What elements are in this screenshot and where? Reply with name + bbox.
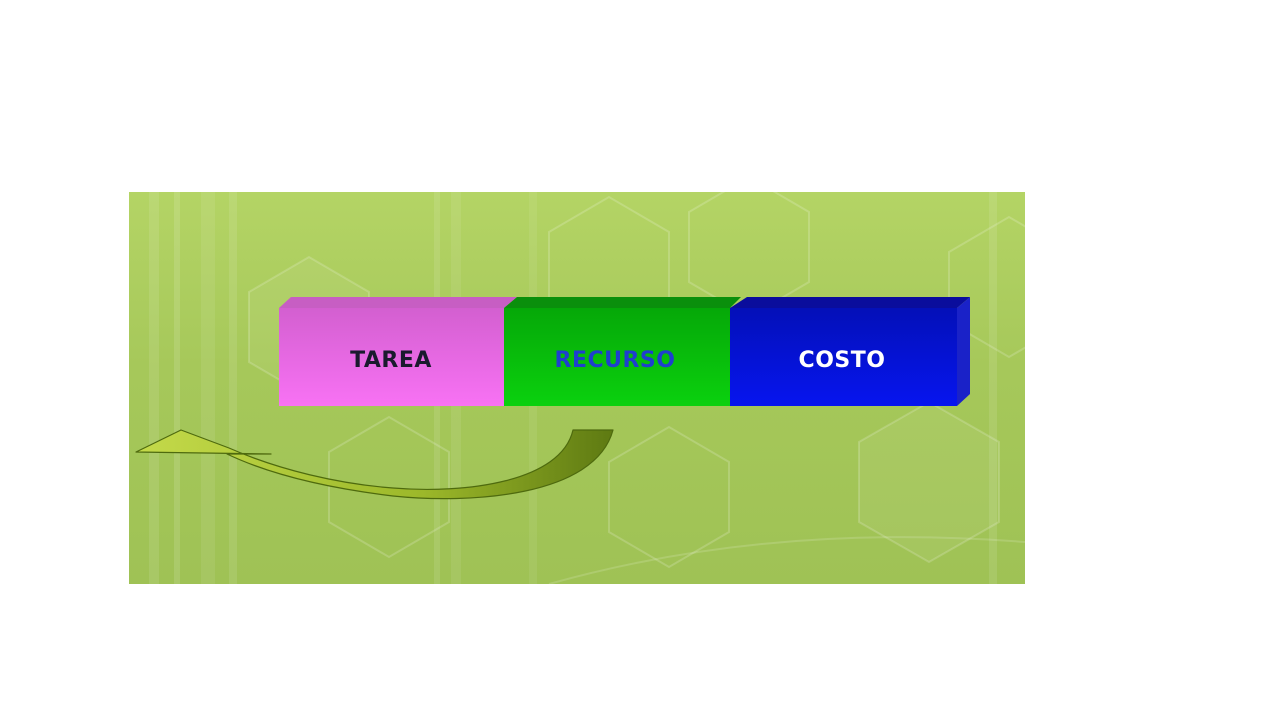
- block-tarea-top: [279, 297, 517, 308]
- block-tarea-label: TAREA: [350, 348, 432, 373]
- curved-arrow-left-icon: [135, 429, 614, 500]
- diagram-panel: TAREA RECURSO COSTO: [129, 192, 1025, 584]
- block-costo-label: COSTO: [799, 348, 886, 373]
- block-costo-top: [730, 297, 970, 308]
- block-costo-side: [957, 297, 970, 406]
- block-tarea-front: [279, 308, 504, 406]
- process-diagram: TAREA RECURSO COSTO: [135, 297, 970, 500]
- block-recurso-top: [504, 297, 741, 308]
- block-tarea: TAREA: [279, 297, 517, 406]
- block-costo: COSTO: [730, 297, 970, 406]
- block-recurso: RECURSO: [504, 297, 741, 406]
- block-recurso-front: [504, 308, 730, 406]
- block-costo-front: [730, 308, 957, 406]
- block-recurso-label: RECURSO: [555, 348, 676, 373]
